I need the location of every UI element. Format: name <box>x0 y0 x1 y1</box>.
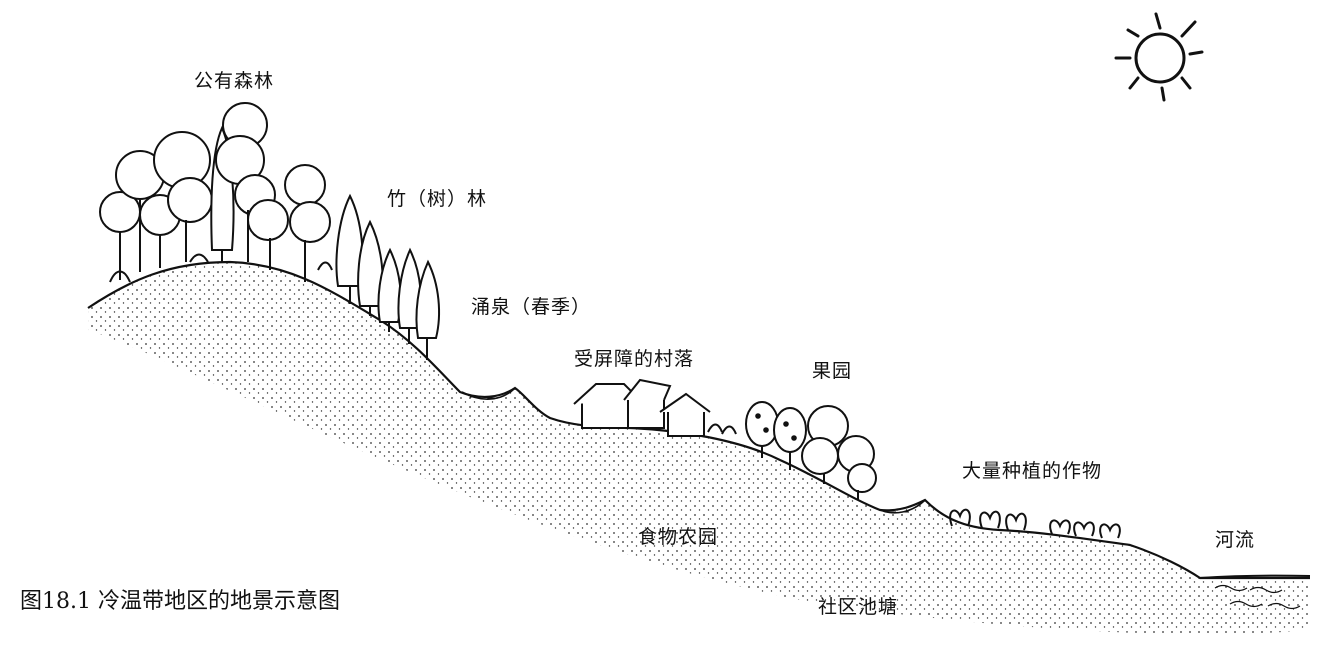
conifer-tree-icon <box>377 247 402 332</box>
conifer-tree-icon <box>357 219 384 316</box>
label-community-pond: 社区池塘 <box>818 596 899 618</box>
label-crops: 大量种植的作物 <box>962 460 1103 482</box>
label-village: 受屏障的村落 <box>574 348 695 370</box>
deciduous-tree-icon <box>284 164 331 282</box>
deciduous-tree-icon <box>139 131 213 268</box>
public-forest-trees <box>99 102 333 283</box>
fruit-tree-icon <box>801 405 849 484</box>
crop-plant-icon <box>1049 519 1071 535</box>
pond-water-icon <box>879 500 925 514</box>
label-public-forest: 公有森林 <box>194 70 275 92</box>
figure-caption: 图18.1 冷温带地区的地景示意图 <box>20 589 340 614</box>
house-icon <box>659 392 711 437</box>
crop-plant-icon <box>949 508 971 527</box>
sun-icon <box>1114 12 1204 102</box>
label-orchard: 果园 <box>812 360 853 382</box>
crop-plant-icon <box>1073 521 1095 537</box>
label-food-garden: 食物农园 <box>638 526 719 548</box>
fruit-tree-icon <box>773 407 807 470</box>
label-spring: 涌泉（春季） <box>471 296 592 318</box>
crop-plant-icon <box>1005 512 1027 531</box>
crop-plants <box>949 508 1121 539</box>
hillside-ground <box>87 260 1310 635</box>
crop-plant-icon <box>979 510 1001 529</box>
deciduous-tree-icon <box>215 102 289 270</box>
conifer-tree-icon <box>415 259 441 360</box>
river-water-icon <box>1199 574 1311 610</box>
spring-pool <box>461 388 515 400</box>
label-river: 河流 <box>1215 529 1256 551</box>
fruit-tree-icon <box>745 401 779 458</box>
fruit-tree-icon <box>837 435 877 500</box>
village-houses <box>573 378 737 437</box>
house-icon <box>623 378 672 429</box>
label-bamboo-forest: 竹（树）林 <box>387 188 488 210</box>
bamboo-forest-trees <box>335 193 441 360</box>
house-icon <box>573 383 641 429</box>
orchard-trees <box>745 401 877 500</box>
crop-plant-icon <box>1099 523 1121 539</box>
conifer-tree-icon <box>335 193 364 304</box>
